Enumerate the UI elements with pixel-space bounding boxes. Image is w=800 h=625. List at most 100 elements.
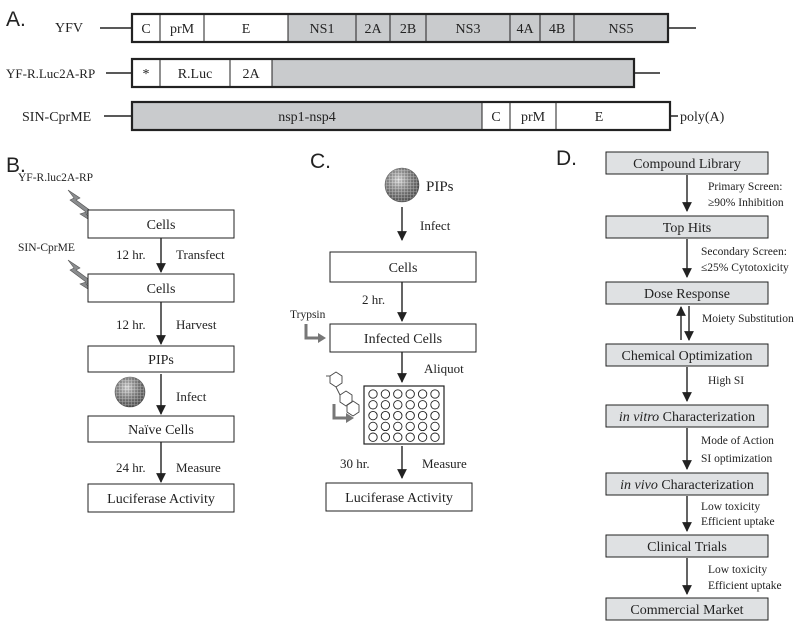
- plate-well: [393, 421, 403, 432]
- c-step4-time: 30 hr.: [340, 456, 370, 471]
- panel-c-label: C.: [310, 150, 331, 173]
- b-box-cells-2: [87, 273, 235, 303]
- sin-polya: poly(A): [680, 110, 725, 125]
- d-box-6-italic: in vivo: [620, 478, 658, 493]
- replicon-seg-rluc: R.Luc: [178, 67, 213, 82]
- b-step1-action: Transfect: [176, 247, 225, 262]
- plate-well: [417, 410, 428, 421]
- d-box-in-vitro: [605, 404, 769, 428]
- plate-well: [393, 400, 403, 410]
- d-box-compound-library: [605, 151, 769, 175]
- d-box-5-label: in vitro Characterization: [619, 410, 755, 425]
- plate-well: [417, 432, 428, 442]
- b-step2-time: 12 hr.: [116, 317, 146, 332]
- c-pips-label: PIPs: [426, 179, 454, 195]
- plate-well: [405, 400, 415, 410]
- plate-well: [368, 432, 378, 442]
- c-step3-action: Aliquot: [424, 361, 464, 376]
- compound-structure-icon: [326, 371, 360, 417]
- c-box-cells: [329, 251, 477, 283]
- plate-well: [380, 432, 391, 442]
- c-step1-action: Infect: [420, 218, 451, 233]
- c-box-infected-label: Infected Cells: [364, 332, 442, 347]
- d-step6-line2: Efficient uptake: [701, 516, 775, 528]
- c-box-infected-cells: [329, 323, 477, 353]
- b-box-naive-label: Naïve Cells: [128, 423, 194, 438]
- replicon-seg-star: *: [143, 67, 150, 82]
- yfv-genome: YFV C prM E NS1 2A 2B NS3 4A 4B NS5: [55, 12, 696, 44]
- plate-well: [430, 421, 440, 432]
- plate-well: [380, 410, 391, 421]
- plate-well: [368, 410, 378, 421]
- bent-arrow-icon: [304, 324, 320, 340]
- d-box-in-vivo: [605, 472, 769, 496]
- plate-well: [393, 432, 403, 442]
- plate-wells: [368, 389, 440, 442]
- plate-well: [405, 421, 415, 432]
- b-step3-action: Infect: [176, 389, 207, 404]
- b-box-luciferase-label: Luciferase Activity: [107, 492, 215, 507]
- d-box-chemical-optimization: [605, 343, 769, 367]
- c-step2-time: 2 hr.: [362, 292, 385, 307]
- d-step2-line2: ≤25% Cytotoxicity: [701, 262, 789, 274]
- plate-well: [417, 389, 428, 399]
- plate-well: [368, 389, 378, 399]
- plate-well: [417, 400, 428, 410]
- d-box-top-hits: [605, 215, 769, 239]
- bent-arrow-head-icon: [346, 413, 354, 423]
- d-step1-line1: Primary Screen:: [708, 181, 782, 193]
- b-step4-action: Measure: [176, 460, 221, 475]
- plate-well: [368, 400, 378, 410]
- yfv-seg-ns3: NS3: [456, 22, 481, 37]
- d-step4-line1: High SI: [708, 375, 744, 387]
- bent-arrow-icon: [332, 404, 348, 420]
- d-step7-line2: Efficient uptake: [708, 580, 782, 592]
- d-step6-line1: Low toxicity: [701, 501, 760, 513]
- plate-well: [393, 410, 403, 421]
- plate-well: [380, 389, 391, 399]
- b-step1-time: 12 hr.: [116, 247, 146, 262]
- d-box-6-rest: Characterization: [658, 478, 754, 493]
- yfv-seg-2b: 2B: [400, 22, 416, 37]
- yfv-label: YFV: [55, 21, 83, 36]
- c-box-luciferase-label: Luciferase Activity: [345, 491, 453, 506]
- d-box-6-label: in vivo Characterization: [620, 478, 754, 493]
- virus-particle-icon: [114, 376, 146, 408]
- b-box-pips: [87, 345, 235, 373]
- yfv-seg-c: C: [141, 22, 150, 37]
- panel-b-reagent-mid: SIN-CprME: [18, 242, 75, 254]
- d-step1-line2: ≥90% Inhibition: [708, 197, 784, 209]
- plate-well: [380, 400, 391, 410]
- yfv-seg-4b: 4B: [549, 22, 565, 37]
- panel-b-label: B.: [6, 154, 26, 177]
- bent-arrow-head-icon: [318, 333, 326, 343]
- sin-seg-e: E: [595, 110, 604, 125]
- plate-well: [430, 400, 440, 410]
- d-box-3-label: Dose Response: [644, 287, 730, 302]
- plate-well: [405, 432, 415, 442]
- d-box-4-label: Chemical Optimization: [621, 349, 752, 364]
- plate-well: [430, 432, 440, 442]
- d-box-clinical-trials: [605, 534, 769, 558]
- sin-seg-c: C: [491, 110, 500, 125]
- yfv-seg-prm: prM: [170, 22, 195, 37]
- plate-well: [430, 389, 440, 399]
- d-box-dose-response: [605, 281, 769, 305]
- d-box-commercial-market: [605, 597, 769, 621]
- b-step4-time: 24 hr.: [116, 460, 146, 475]
- d-box-5-rest: Characterization: [659, 410, 755, 425]
- d-box-2-label: Top Hits: [663, 221, 711, 236]
- b-box-cells-1: [87, 209, 235, 239]
- d-step5-line1: Mode of Action: [701, 435, 774, 447]
- yfv-seg-4a: 4A: [516, 22, 534, 37]
- c-trypsin-label: Trypsin: [290, 309, 326, 321]
- d-box-8-label: Commercial Market: [630, 603, 743, 618]
- yfv-seg-2a: 2A: [364, 22, 382, 37]
- plate-well: [393, 389, 403, 399]
- virus-particle-icon: [384, 167, 420, 203]
- b-box-naive-cells: [87, 415, 235, 443]
- d-box-5-italic: in vitro: [619, 410, 659, 425]
- panel-d-label: D.: [556, 147, 577, 170]
- replicon-seg-2a: 2A: [242, 67, 260, 82]
